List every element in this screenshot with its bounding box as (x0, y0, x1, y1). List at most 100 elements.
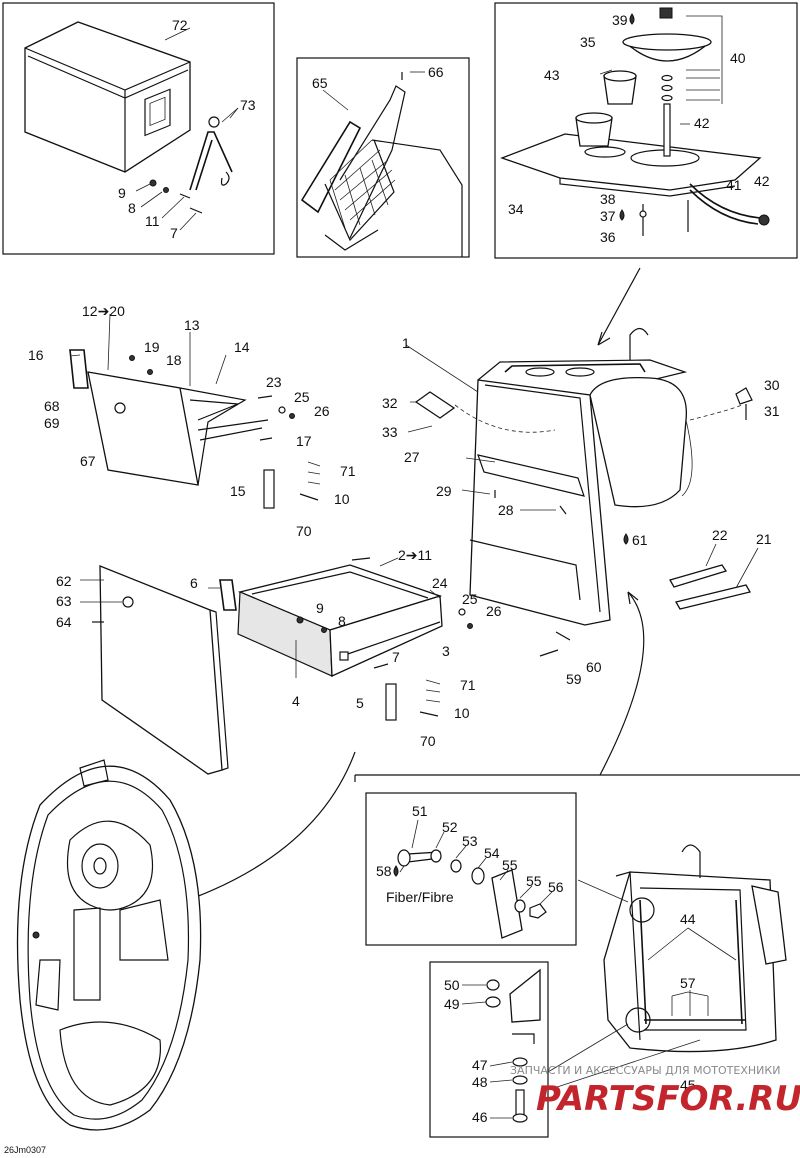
callout-24: 24 (432, 575, 448, 591)
callout-55: 55 (526, 873, 542, 889)
inset-box-storage-bin (2, 2, 275, 255)
callout-5: 5 (356, 695, 364, 711)
callout-72: 72 (172, 17, 188, 33)
inset-box-bolt-stack: 50 49 47 48 46 (429, 961, 549, 1138)
inset-box-sink (494, 2, 798, 259)
arrow-head (627, 591, 639, 605)
callout-42: 42 (754, 173, 770, 189)
callout-6: 6 (190, 575, 198, 591)
callout-70: 70 (420, 733, 436, 749)
callout-25: 25 (294, 389, 310, 405)
inset-box-fastener: 51 52 53 54 55 55 56 58 Fiber/Fibre (365, 792, 577, 946)
fiber-label: Fiber/Fibre (386, 889, 454, 905)
callout-35: 35 (580, 34, 596, 50)
callout-51: 51 (412, 803, 428, 819)
callout-52: 52 (442, 819, 458, 835)
callout-7: 7 (392, 649, 400, 665)
callout-32: 32 (382, 395, 398, 411)
inset-box-sink-labels: 39 35 40 43 42 34 38 37 36 41 42 (508, 12, 770, 245)
callout-71: 71 (340, 463, 356, 479)
callout-17: 17 (296, 433, 312, 449)
callout-9: 9 (118, 185, 126, 201)
callout-33: 33 (382, 424, 398, 440)
callout-61: 61 (632, 532, 648, 548)
callout-30: 30 (764, 377, 780, 393)
callout-21: 21 (756, 531, 772, 547)
console-frame-assembly (405, 327, 753, 657)
callout-26: 26 (486, 603, 502, 619)
callout-49: 49 (444, 996, 460, 1012)
callout-54: 54 (484, 845, 500, 861)
callout-18: 18 (166, 352, 182, 368)
callout-39: 39 (612, 12, 628, 28)
callout-60: 60 (586, 659, 602, 675)
arrow-head (597, 331, 611, 346)
callout-46: 46 (472, 1109, 488, 1125)
drawer-door-assembly-labels: 12➔20 13 14 16 19 18 23 25 26 17 68 69 6… (28, 303, 356, 539)
callout-44: 44 (680, 911, 696, 927)
callout-13: 13 (184, 317, 200, 333)
callout-56: 56 (548, 879, 564, 895)
callout-9: 9 (316, 600, 324, 616)
watermark-brand: PARTSFOR.RU (536, 1079, 800, 1119)
callout-69: 69 (44, 415, 60, 431)
inset-box-basket-labels: 65 66 (312, 64, 444, 91)
leader-curve (599, 591, 645, 776)
callout-8: 8 (128, 200, 136, 216)
watermark: ЗАПЧАСТИ И АКСЕССУАРЫ ДЛЯ МОТОТЕХНИКИ PA… (510, 1064, 800, 1119)
callout-59: 59 (566, 671, 582, 687)
callout-8: 8 (338, 613, 346, 629)
drawer-assembly-labels: 6 2➔11 24 25 26 9 8 3 7 4 71 5 10 70 (190, 547, 502, 749)
callout-10: 10 (334, 491, 350, 507)
leader-arrow (597, 267, 641, 346)
rails: 22 21 (669, 527, 772, 610)
callout-67: 67 (80, 453, 96, 469)
callout-62: 62 (56, 573, 72, 589)
callout-29: 29 (436, 483, 452, 499)
callout-27: 27 (404, 449, 420, 465)
callout-23: 23 (266, 374, 282, 390)
frame-rear-view: 44 57 45 (547, 844, 787, 1093)
callout-3: 3 (442, 643, 450, 659)
drawer-door-assembly (69, 313, 321, 509)
callout-73: 73 (240, 97, 256, 113)
callout-26: 26 (314, 403, 330, 419)
hull-top-view (16, 759, 202, 1131)
callout-47: 47 (472, 1057, 488, 1073)
side-panel-62: 62 63 64 (56, 565, 229, 775)
callout-66: 66 (428, 64, 444, 80)
callout-43: 43 (544, 67, 560, 83)
console-frame-labels: 1 30 31 32 33 27 29 28 61 60 59 (382, 335, 780, 687)
callout-11: 11 (145, 213, 160, 229)
callout-57: 57 (680, 975, 696, 991)
callout-40: 40 (730, 50, 746, 66)
callout-19: 19 (144, 339, 160, 355)
callout-42: 42 (694, 115, 710, 131)
sealant-drop-icon (393, 865, 399, 877)
callout-34: 34 (508, 201, 524, 217)
inset-box-storage-bin-labels: 72 73 9 8 11 7 (118, 17, 256, 241)
callout-68: 68 (44, 398, 60, 414)
callout-16: 16 (28, 347, 44, 363)
callout-70: 70 (296, 523, 312, 539)
callout-15: 15 (230, 483, 246, 499)
callout-50: 50 (444, 977, 460, 993)
callout-58: 58 (376, 863, 392, 879)
callout-31: 31 (764, 403, 780, 419)
callout-55: 55 (502, 857, 518, 873)
callout-2-11: 2➔11 (398, 547, 432, 563)
callout-64: 64 (56, 614, 72, 630)
callout-41: 41 (726, 177, 742, 193)
callout-71: 71 (460, 677, 476, 693)
sealant-drop-icon (629, 13, 635, 25)
callout-4: 4 (292, 693, 300, 709)
callout-10: 10 (454, 705, 470, 721)
callout-63: 63 (56, 593, 72, 609)
inset-box-basket (296, 57, 470, 258)
callout-1: 1 (402, 335, 410, 351)
callout-38: 38 (600, 191, 616, 207)
drawer-assembly (208, 557, 473, 721)
callout-37: 37 (600, 208, 616, 224)
callout-25: 25 (462, 591, 478, 607)
